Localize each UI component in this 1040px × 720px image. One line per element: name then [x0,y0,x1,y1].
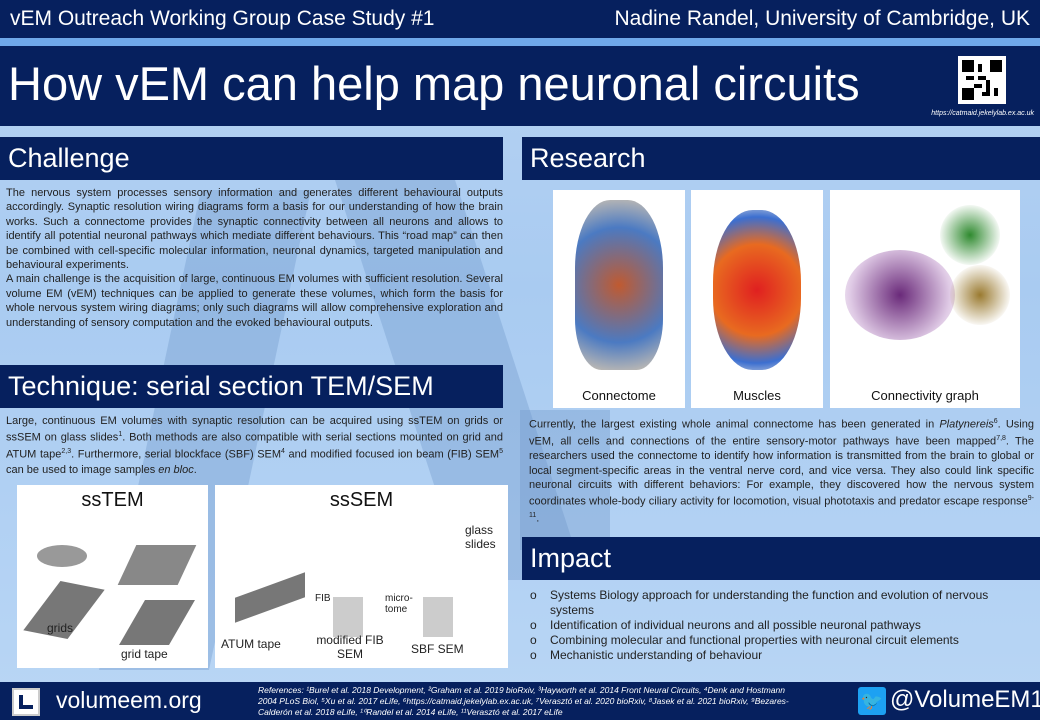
text: . Using vEM, all cells and connections o… [529,418,1034,448]
connectivity-graph-image: Connectivity graph [830,190,1020,408]
label-fib: FIB [315,593,331,604]
text: Platynereis [939,418,994,431]
text: Large, continuous EM volumes with synapt… [6,415,503,445]
header-left: vEM Outreach Working Group Case Study #1 [10,7,435,30]
item-text: Mechanistic understanding of behaviour [550,648,763,662]
ref: 2,3 [61,448,72,456]
connectome-label: Connectome [582,388,656,403]
text: . [536,513,540,526]
technique-text: Large, continuous EM volumes with synapt… [6,414,503,477]
ref: 7,8 [996,435,1006,443]
research-heading: Research [522,137,1040,180]
label-modified-fib-sem: modified FIB SEM [316,633,384,661]
tape-illustration [117,545,197,585]
divider [0,38,1040,46]
list-item: o Mechanistic understanding of behaviour [530,648,1035,663]
title-bar: How vEM can help map neuronal circuits h… [0,46,1040,126]
connectome-render [575,200,663,370]
website-link[interactable]: volumeem.org [56,687,202,713]
graph-cluster [845,250,955,340]
header-right: Nadine Randel, University of Cambridge, … [614,7,1030,30]
qr-code-icon [962,60,1002,100]
twitter-handle[interactable]: @VolumeEM1 [890,686,1040,713]
bullet: o [530,618,537,632]
graph-cluster [950,265,1010,325]
label-atum-tape: ATUM tape [221,637,281,651]
item-text: Identification of individual neurons and… [550,618,921,632]
challenge-paragraph-2: A main challenge is the acquisition of l… [6,273,503,329]
references: References: ¹Burel et al. 2018 Developme… [258,685,789,717]
twitter-icon: 🐦 [858,687,886,715]
grid-illustration [37,545,87,567]
background-shape [520,410,610,550]
text: can be used to image samples [6,463,159,476]
graph-cluster [940,205,1000,265]
qr-url[interactable]: https://catmaid.jekelylab.ex.ac.uk [931,110,1034,117]
sbf-block [423,597,453,637]
muscles-render [713,210,801,370]
text: . Furthermore, serial blockface (SBF) SE… [71,449,282,462]
section-image [119,600,195,645]
text: . [193,463,197,476]
footer: volumeem.org References: ¹Burel et al. 2… [0,682,1040,720]
ref: 9-11 [529,495,1034,520]
bullet: o [530,588,537,602]
qr-code[interactable] [958,56,1006,104]
ref: 1 [118,431,123,439]
page-title: How vEM can help map neuronal circuits [8,57,860,110]
label-microtome: micro-tome [385,593,413,615]
fib-block [333,597,363,637]
tape-illustration [235,572,305,623]
list-item: o Combining molecular and functional prop… [530,633,1035,648]
label-grids: grids [47,621,74,635]
sssem-figure: ssSEM ATUM tape glass slides FIB modifie… [215,485,508,668]
text: . The researchers used the connectome to… [529,435,1035,508]
sssem-title: ssSEM [329,489,394,511]
ref: 5 [499,448,503,456]
text: and modified focused ion beam (FIB) SEM [284,449,500,462]
sstem-title: ssTEM [81,489,144,511]
label-sbf-sem: SBF SEM [411,642,464,656]
text: . Both methods are also compatible with … [6,432,504,462]
technique-heading: Technique: serial section TEM/SEM [0,365,503,408]
impact-list: o Systems Biology approach for understand… [530,588,1035,663]
list-item: o Systems Biology approach for understand… [530,588,1035,618]
impact-heading: Impact [522,537,1040,580]
challenge-heading: Challenge [0,137,503,180]
list-item: o Identification of individual neurons an… [530,618,1035,633]
text: Currently, the largest existing whole an… [529,418,940,431]
vem-logo-icon [12,688,40,716]
connectivity-graph-label: Connectivity graph [871,388,979,403]
research-text: Currently, the largest existing whole an… [529,415,1034,526]
muscles-label: Muscles [733,388,781,403]
ref: 6 [993,418,998,425]
label-grid-tape: grid tape [121,647,168,661]
bullet: o [530,648,537,662]
challenge-paragraph-1: The nervous system processes sensory inf… [6,187,503,272]
text: en bloc [158,463,194,476]
header-bar: vEM Outreach Working Group Case Study #1… [0,0,1040,38]
label-glass-slides: glass slides [465,523,496,551]
connectome-image: Connectome [553,190,685,408]
muscles-image: Muscles [691,190,823,408]
item-text: Systems Biology approach for understandi… [550,588,989,617]
ref: 4 [281,448,285,456]
item-text: Combining molecular and functional prope… [550,633,959,647]
bullet: o [530,633,537,647]
sstem-figure: ssTEM grids grid tape [17,485,208,668]
challenge-text: The nervous system processes sensory inf… [6,186,503,330]
